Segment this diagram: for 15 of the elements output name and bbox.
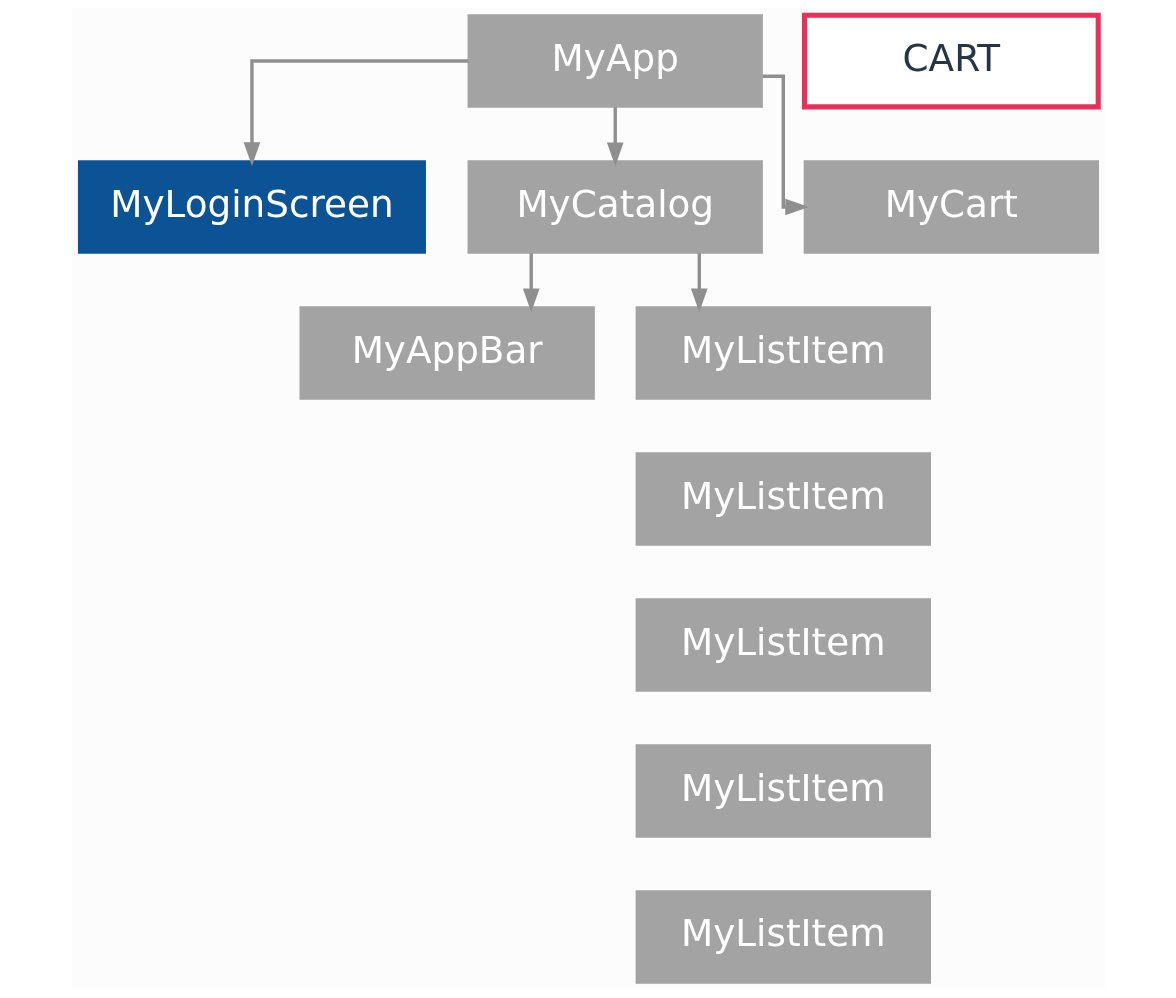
arrow: [606, 107, 624, 167]
node-box: MyListItem: [635, 306, 931, 400]
node-box: MyListItem: [635, 890, 931, 984]
node-box: MyLoginScreen: [77, 160, 426, 254]
arrow: [690, 253, 708, 313]
node-box: MyAppBar: [298, 306, 595, 400]
node-box: MyCart: [803, 160, 1099, 254]
arrow: [522, 253, 540, 313]
node-box: MyListItem: [635, 744, 931, 838]
node-box: MyListItem: [635, 598, 931, 692]
node-box: MyCatalog: [467, 160, 763, 254]
node-box: MyListItem: [635, 452, 931, 546]
node-box: MyApp: [467, 14, 763, 108]
arrow: [243, 59, 468, 166]
node-box: CART: [801, 12, 1101, 110]
